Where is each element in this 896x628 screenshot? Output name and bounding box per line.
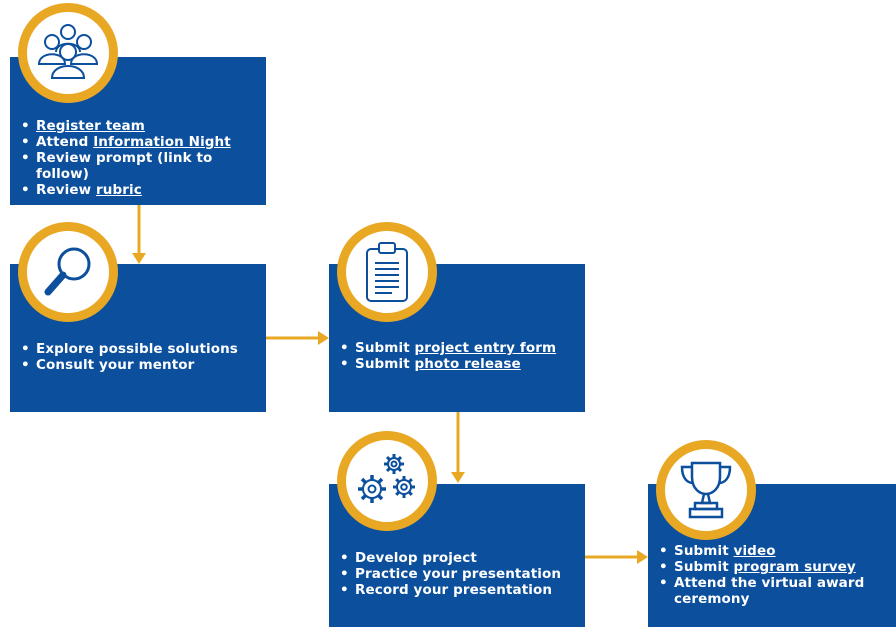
step-1-box: Register teamAttend Information NightRev… — [10, 57, 266, 205]
item-text: Consult your mentor — [36, 357, 195, 373]
arrow-step4-to-step5 — [585, 550, 648, 564]
step-1-item: Review rubric — [20, 182, 258, 198]
team-icon — [37, 24, 99, 79]
link-register-team[interactable]: Register team — [36, 118, 145, 134]
link-rubric[interactable]: rubric — [96, 182, 142, 198]
item-text: Attend the virtual award ceremony — [674, 575, 865, 607]
step-3-item: Submit photo release — [339, 356, 577, 372]
link-program-survey[interactable]: program survey — [733, 559, 856, 575]
item-text: Submit — [674, 543, 734, 559]
gears-icon — [358, 454, 415, 503]
step-2-list: Explore possible solutionsConsult your m… — [20, 341, 258, 373]
item-text: Practice your presentation — [355, 566, 562, 582]
item-text: Review prompt (link to follow) — [36, 150, 213, 182]
trophy-icon — [680, 461, 732, 519]
step-3-icon-circle — [337, 222, 437, 322]
item-text: Record your presentation — [355, 582, 553, 598]
step-5-item: Submit program survey — [658, 559, 888, 575]
step-4-list: Develop projectPractice your presentatio… — [339, 550, 577, 598]
link-video[interactable]: video — [733, 543, 776, 559]
magnifying-glass-icon — [44, 247, 91, 296]
arrow-step1-to-step2 — [132, 205, 146, 264]
step-4-icon-circle — [337, 431, 437, 531]
item-text: Submit — [674, 559, 734, 575]
item-text: Review — [36, 182, 97, 198]
step-4-item: Record your presentation — [339, 582, 577, 598]
link-information-night[interactable]: Information Night — [93, 134, 231, 150]
item-text: Explore possible solutions — [36, 341, 238, 357]
link-project-entry-form[interactable]: project entry form — [414, 340, 557, 356]
step-5-list: Submit videoSubmit program surveyAttend … — [658, 543, 888, 607]
step-1-icon-circle — [18, 3, 118, 103]
step-5-item: Attend the virtual award ceremony — [658, 575, 888, 607]
step-2-item: Consult your mentor — [20, 357, 258, 373]
step-2-item: Explore possible solutions — [20, 341, 258, 357]
step-3-list: Submit project entry formSubmit photo re… — [339, 340, 577, 372]
step-1-item: Attend Information Night — [20, 134, 258, 150]
step-1-item: Review prompt (link to follow) — [20, 150, 258, 182]
item-text: Attend — [36, 134, 94, 150]
item-text: Develop project — [355, 550, 477, 566]
step-3-item: Submit project entry form — [339, 340, 577, 356]
step-1-list: Register teamAttend Information NightRev… — [20, 118, 258, 198]
step-1-item: Register team — [20, 118, 258, 134]
arrow-step2-to-step3 — [266, 331, 329, 345]
step-5-item: Submit video — [658, 543, 888, 559]
link-photo-release[interactable]: photo release — [414, 356, 521, 372]
step-2-icon-circle — [18, 222, 118, 322]
item-text: Submit — [355, 356, 415, 372]
step-4-item: Develop project — [339, 550, 577, 566]
clipboard-icon — [366, 242, 408, 302]
step-4-item: Practice your presentation — [339, 566, 577, 582]
step-5-icon-circle — [656, 440, 756, 540]
item-text: Submit — [355, 340, 415, 356]
arrow-step3-to-step4 — [451, 412, 465, 483]
